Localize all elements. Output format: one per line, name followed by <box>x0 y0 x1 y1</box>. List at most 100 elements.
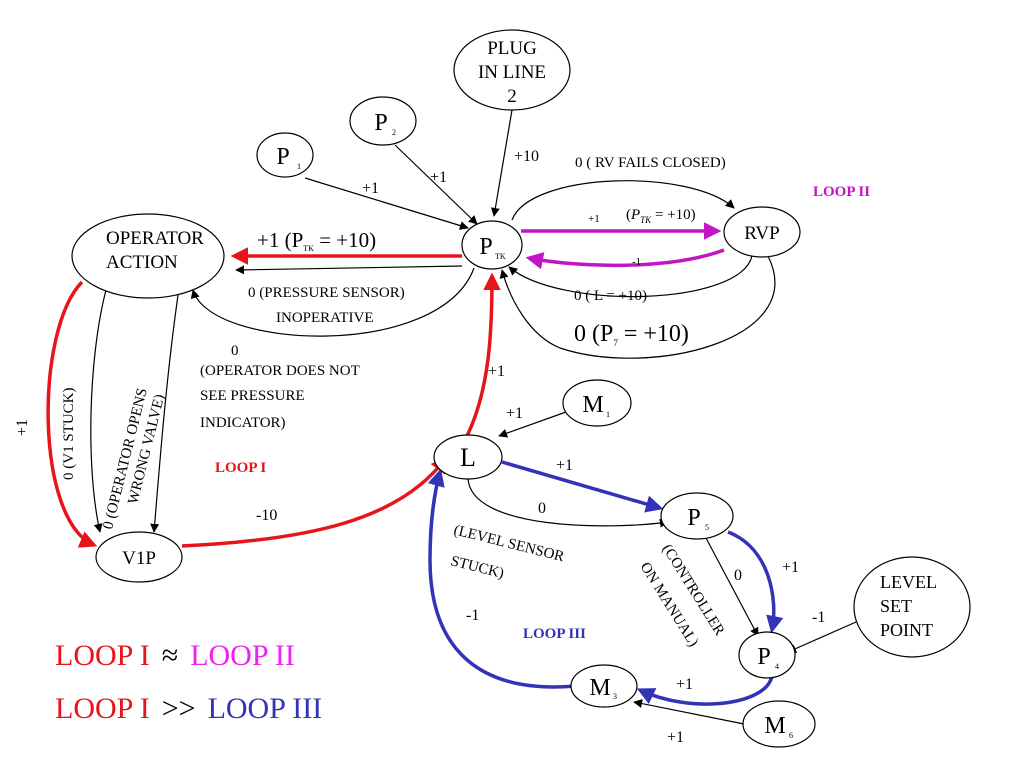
node-m6: M 6 <box>742 700 816 748</box>
label-p1-ptk: +1 <box>362 180 379 197</box>
edge-p5-p4-zero <box>705 537 759 637</box>
node-rvp: RVP <box>723 206 801 258</box>
label-l-p5-zero: 0 <box>538 500 546 517</box>
edge-m3-l-blue <box>427 468 576 689</box>
edge-rvp-ptk-l <box>508 255 753 298</box>
p4-subscript: 4 <box>775 662 779 671</box>
legend-line-2: LOOP I>>LOOP III <box>55 692 322 725</box>
node-ptk: P TK <box>461 220 523 270</box>
edge-l-ptk-red <box>464 272 501 439</box>
label-plug-ptk: +10 <box>514 148 539 165</box>
edge-wrong-valve <box>150 294 179 533</box>
p1-label: P <box>276 144 289 170</box>
m6-subscript: 6 <box>789 731 793 740</box>
label-p5-p4-plus: +1 <box>782 559 799 576</box>
label-pressure-sensor-1: 0 (PRESSURE SENSOR) <box>248 285 405 301</box>
edges <box>46 109 857 725</box>
lsp-line-1: LEVEL <box>880 572 937 592</box>
node-v1p: V1P <box>95 531 183 583</box>
node-m3: M 3 <box>570 664 638 708</box>
edge-p2-ptk <box>394 144 478 225</box>
p2-subscript: 2 <box>392 128 396 137</box>
nodes: PLUG IN LINE 2 P 1 P 2 P TK RVP OPERATOR… <box>71 29 971 748</box>
edge-p1-ptk <box>304 177 469 230</box>
label-m6-m3: +1 <box>667 729 684 746</box>
ptk-subscript: TK <box>495 252 506 261</box>
edge-v1p-l-red <box>181 455 449 548</box>
p2-label: P <box>374 110 387 136</box>
label-op-not-see-3: INDICATOR) <box>200 415 286 431</box>
label-level-sensor-2: STUCK) <box>449 553 505 582</box>
node-m1: M 1 <box>562 379 632 427</box>
node-p1: P 1 <box>256 132 314 178</box>
label-l-ptk-zero: 0 ( L = +10) <box>574 288 647 304</box>
p5-subscript: 5 <box>705 523 709 532</box>
label-l-ptk-plus: +1 <box>488 363 505 380</box>
label-ptk-rvp-plus: +1 <box>588 213 600 225</box>
loop-comparison-legend: LOOP I≈LOOP II LOOP I>>LOOP III <box>55 639 322 725</box>
node-level-set-point: LEVEL SET POINT <box>853 556 971 658</box>
label-p4-m3: +1 <box>676 676 693 693</box>
loop-iii-label: LOOP III <box>523 626 586 642</box>
operator-line-1: OPERATOR <box>106 228 204 249</box>
label-p7: 0 (P7 = +10) <box>574 321 689 348</box>
label-rv-fails: 0 ( RV FAILS CLOSED) <box>575 155 726 171</box>
ptk-label: P <box>479 234 492 260</box>
label-m1-l: +1 <box>506 405 523 422</box>
plug-line-2: IN LINE <box>478 62 546 83</box>
label-v1-stuck: 0 (V1 STUCK) <box>61 387 77 480</box>
label-m3-l: -1 <box>466 607 479 624</box>
edge-ptk-operator-zero <box>235 265 463 275</box>
node-operator-action: OPERATOR ACTION <box>71 213 225 299</box>
m3-subscript: 3 <box>613 692 617 701</box>
label-op-v1p-plus: +1 <box>14 419 31 436</box>
legend-line-1: LOOP I≈LOOP II <box>55 639 295 672</box>
lsp-line-2: SET <box>880 596 912 616</box>
node-p2: P 2 <box>349 96 417 146</box>
label-lsp-p4: -1 <box>812 609 825 626</box>
edge-l-p5-blue <box>501 460 664 513</box>
p4-label: P <box>757 644 770 670</box>
edge-operator-v1p-red <box>46 280 98 548</box>
edge-v1-stuck <box>90 289 107 533</box>
p5-label: P <box>687 505 700 531</box>
plug-line-1: PLUG <box>487 38 537 59</box>
edge-l-p5-zero <box>467 477 669 528</box>
node-p4: P 4 <box>738 631 796 679</box>
node-p5: P 5 <box>660 492 734 540</box>
loop-ii-label: LOOP II <box>813 184 870 200</box>
edge-pressure-sensor <box>190 267 475 337</box>
p1-subscript: 1 <box>297 162 301 171</box>
loop-labels: LOOP II LOOP I LOOP III <box>215 184 870 642</box>
l-label: L <box>460 443 476 472</box>
edge-m6-m3 <box>633 699 745 725</box>
label-ptk-operator: +1 (PTK = +10) <box>257 228 376 253</box>
label-ptk-rvp-condition: (PTK = +10) <box>626 207 696 225</box>
plug-line-3: 2 <box>507 86 517 107</box>
label-l-p5-plus: +1 <box>556 457 573 474</box>
node-l: L <box>433 434 503 480</box>
loop-i-label: LOOP I <box>215 460 266 476</box>
label-v1p-l: -10 <box>256 507 277 524</box>
edge-p5-p4-blue <box>727 530 784 634</box>
edge-rv-fails <box>511 180 735 221</box>
label-rvp-ptk-minus: -1 <box>632 256 641 268</box>
label-op-not-see-2: SEE PRESSURE <box>200 388 305 404</box>
node-plug-in-line-2: PLUG IN LINE 2 <box>453 29 571 111</box>
m1-subscript: 1 <box>606 410 610 419</box>
label-op-not-see-1: (OPERATOR DOES NOT <box>200 363 360 379</box>
edge-p4-m3-blue <box>636 675 774 706</box>
m3-label: M <box>589 675 610 701</box>
edge-rvp-ptk-magenta <box>525 248 725 270</box>
label-op-not-see-0: 0 <box>231 343 239 359</box>
rvp-label: RVP <box>744 223 779 244</box>
edge-plug-ptk <box>490 109 513 217</box>
v1p-label: V1P <box>122 548 156 569</box>
edge-lsp-p4 <box>787 621 857 653</box>
operator-line-2: ACTION <box>106 252 178 273</box>
lsp-line-3: POINT <box>880 620 933 640</box>
edge-m1-l <box>498 411 567 438</box>
m6-label: M <box>764 713 785 739</box>
m1-label: M <box>582 392 603 418</box>
